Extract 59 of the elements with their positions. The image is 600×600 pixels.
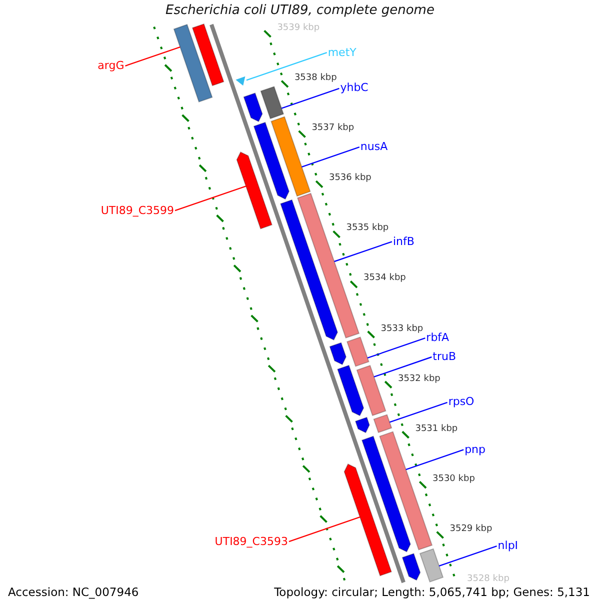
gene-bar — [402, 552, 421, 581]
leader-line — [281, 88, 340, 109]
tick-label: 3534 kbp — [363, 273, 406, 284]
tick-label: 3531 kbp — [415, 424, 458, 435]
gene-marker — [236, 76, 246, 86]
gene-bar — [173, 24, 213, 103]
gene-bar — [344, 463, 392, 576]
leader-line — [246, 52, 328, 81]
gene-label: nusA — [360, 140, 388, 154]
gene-bar — [192, 23, 224, 86]
gene-bar — [379, 431, 433, 550]
title: Escherichia coli UTI89, complete genome — [164, 3, 436, 19]
tick-label: 3532 kbp — [398, 374, 440, 384]
gene-label: pnp — [464, 442, 486, 456]
gene-label: metY — [328, 46, 356, 59]
gene-bar — [270, 116, 311, 197]
tick-label: 3538 kbp — [294, 72, 337, 84]
leader-line — [367, 338, 426, 359]
leader-line — [288, 516, 360, 542]
gene-bar — [346, 336, 370, 367]
tick-label: 3530 kbp — [432, 474, 475, 485]
leader-line — [302, 146, 360, 168]
leader-line — [406, 449, 464, 470]
gene-label: argG — [98, 58, 124, 72]
gene-label: nlpI — [498, 539, 518, 552]
gene-bar — [373, 414, 392, 434]
gene-bar — [354, 416, 370, 434]
gene-label: rbfA — [426, 331, 450, 344]
gene-label: rpsO — [448, 395, 474, 409]
gene-bar — [329, 342, 347, 366]
gene-bar — [253, 122, 290, 200]
tick-label: 3536 kbp — [328, 173, 372, 184]
gene-label: yhbC — [340, 81, 368, 95]
gene-bar — [236, 151, 273, 230]
leader-line — [334, 241, 392, 262]
accession-text: Accession: NC_007946 — [8, 586, 139, 600]
gene-label: UTI89_C3593 — [214, 534, 288, 548]
gene-bar — [243, 92, 263, 122]
gene-label: truB — [432, 350, 456, 364]
gene-bar — [356, 364, 386, 416]
tick-label: 3529 kbp — [450, 524, 492, 535]
gene-bar — [336, 364, 364, 416]
tick-label: 3539 kbp — [277, 22, 320, 34]
gene-bar — [260, 86, 284, 120]
leader-line — [389, 402, 448, 423]
leader-line — [174, 186, 246, 212]
tick-label: 3528 kbp — [467, 574, 510, 585]
gene-bar — [361, 436, 411, 552]
leader-line — [438, 546, 497, 567]
tick-label: 3537 kbp — [312, 123, 354, 134]
tick-label: 3533 kbp — [380, 324, 424, 334]
gene-label: UTI89_C3599 — [100, 204, 174, 217]
gene-label: infB — [392, 234, 414, 248]
tick-label: 3535 kbp — [346, 223, 389, 234]
gene-bar — [280, 199, 338, 341]
leader-line — [374, 356, 432, 378]
genome-stats-text: Topology: circular; Length: 5,065,741 bp; Genes: 5,131 — [274, 586, 590, 600]
leader-line — [125, 46, 180, 66]
gene-bar — [419, 548, 444, 583]
